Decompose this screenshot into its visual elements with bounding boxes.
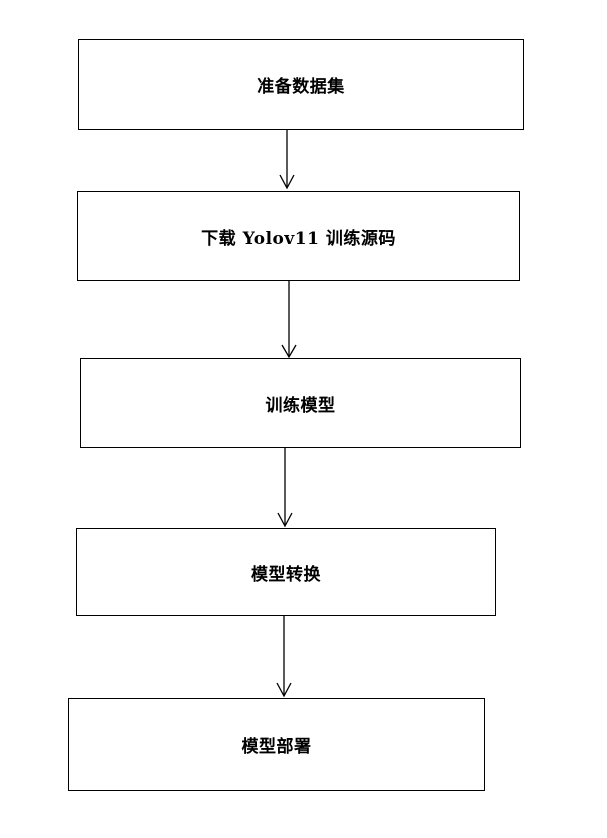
arrow-1-to-2: [279, 130, 295, 190]
step-download-source: 下载 Yolov11 训练源码: [77, 191, 520, 281]
arrow-4-to-5: [276, 616, 292, 698]
step-model-conversion: 模型转换: [76, 528, 496, 616]
step-label: 准备数据集: [257, 77, 345, 97]
step-prepare-dataset: 准备数据集: [78, 39, 524, 130]
step-label: 训练模型: [265, 395, 336, 416]
arrow-3-to-4: [277, 448, 293, 528]
step-label: 模型转换: [251, 564, 321, 585]
step-label: 下载 Yolov11 训练源码: [201, 228, 396, 249]
step-model-deployment: 模型部署: [68, 698, 485, 791]
step-label: 模型部署: [241, 737, 312, 757]
arrow-2-to-3: [281, 281, 297, 359]
step-train-model: 训练模型: [80, 358, 521, 448]
